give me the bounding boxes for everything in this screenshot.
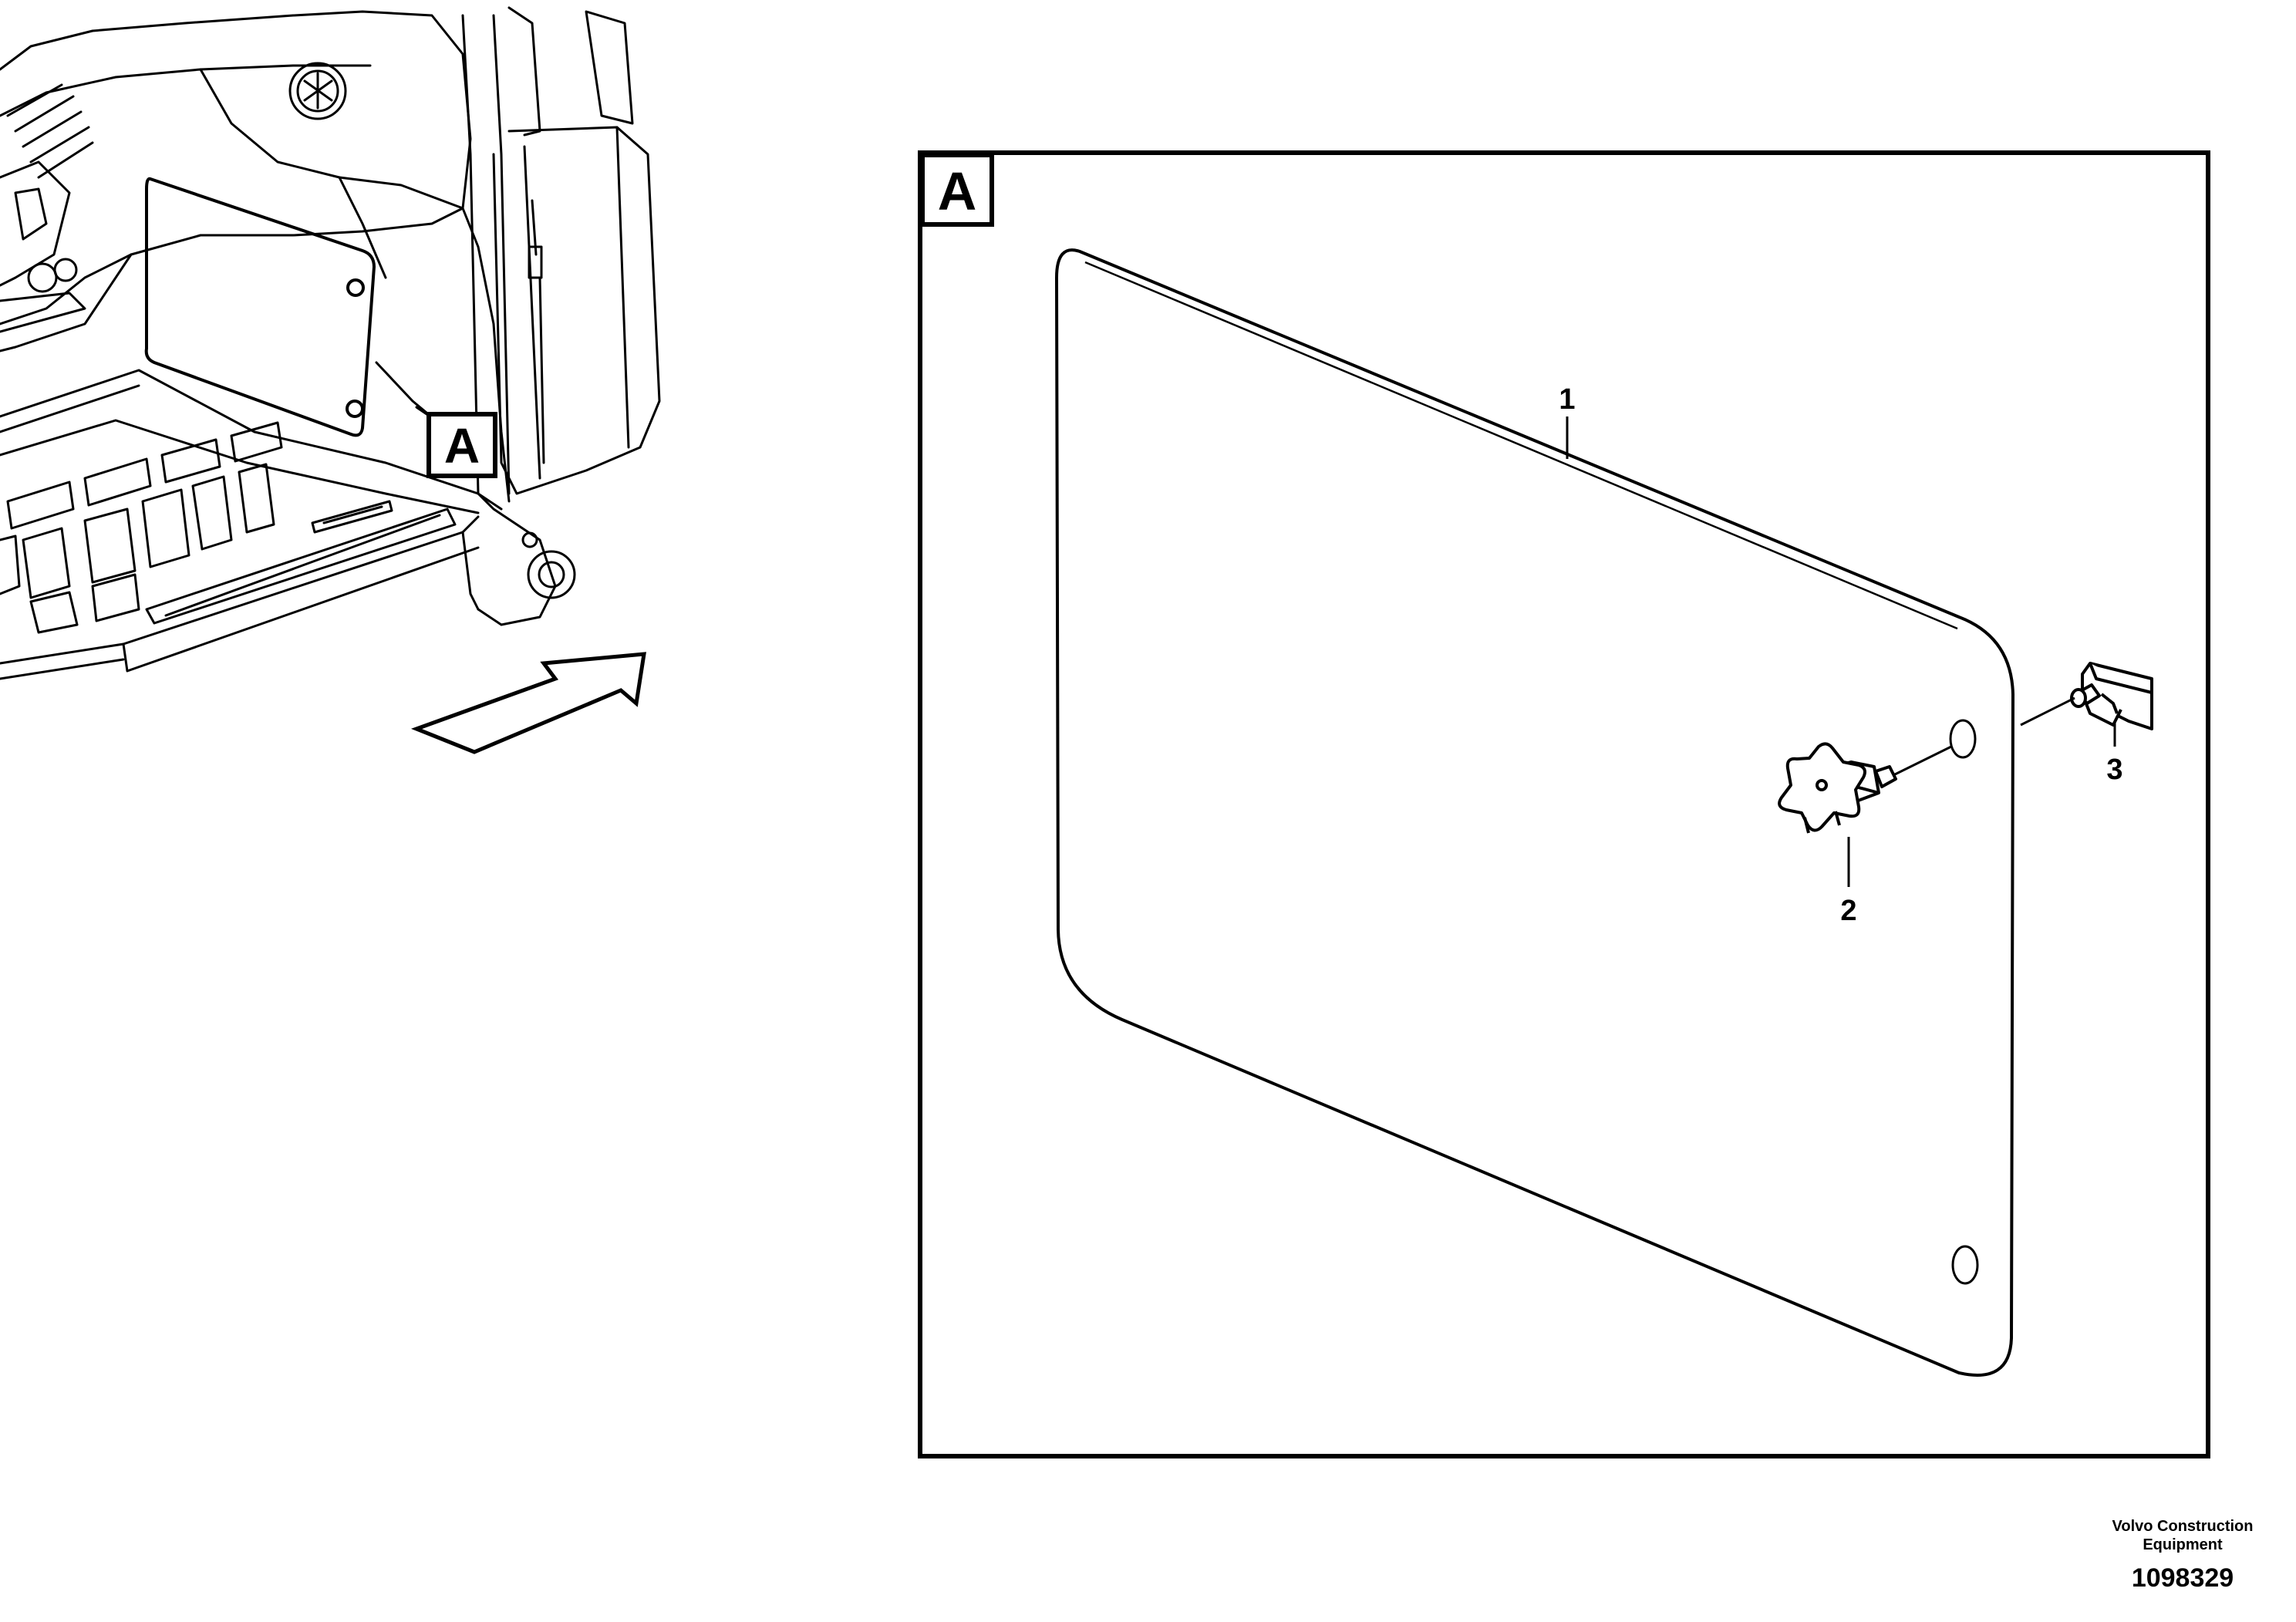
- panel-mounting-hole-upper: [1949, 719, 1977, 759]
- cab-door-pillar: [461, 6, 661, 626]
- overview-leader-line: [375, 361, 437, 422]
- clip-nut-part: [2070, 662, 2153, 730]
- detail-frame: [918, 150, 2210, 1458]
- view-direction-arrow-icon: [410, 652, 646, 754]
- star-knob-part: [1778, 742, 1897, 834]
- part-label-3: 3: [2106, 754, 2122, 786]
- footer-block: Volvo Construction Equipment 1098329: [2112, 1518, 2254, 1593]
- access-panel-overview: [144, 177, 376, 437]
- panel-mounting-hole-lower: [1951, 1245, 1979, 1285]
- company-name-line1: Volvo Construction: [2112, 1518, 2254, 1535]
- detail-frame-letter: A: [938, 161, 977, 221]
- clip-axis-line: [2020, 696, 2075, 727]
- part-label-2: 2: [1840, 895, 1856, 927]
- cab-housing: [0, 10, 511, 503]
- emblem: [288, 62, 347, 120]
- company-name-line2: Equipment: [2143, 1536, 2223, 1553]
- knob-axis-line: [1893, 745, 1952, 777]
- part-label-1: 1: [1559, 383, 1575, 416]
- panel-part: [1055, 248, 2014, 1377]
- detail-frame-label-box: A: [920, 153, 994, 227]
- machine-overview: [0, 6, 661, 680]
- step-platform: [0, 369, 480, 680]
- overview-callout-a: A: [426, 412, 497, 478]
- overview-callout-letter: A: [444, 418, 480, 474]
- figure-number: 1098329: [2132, 1563, 2234, 1593]
